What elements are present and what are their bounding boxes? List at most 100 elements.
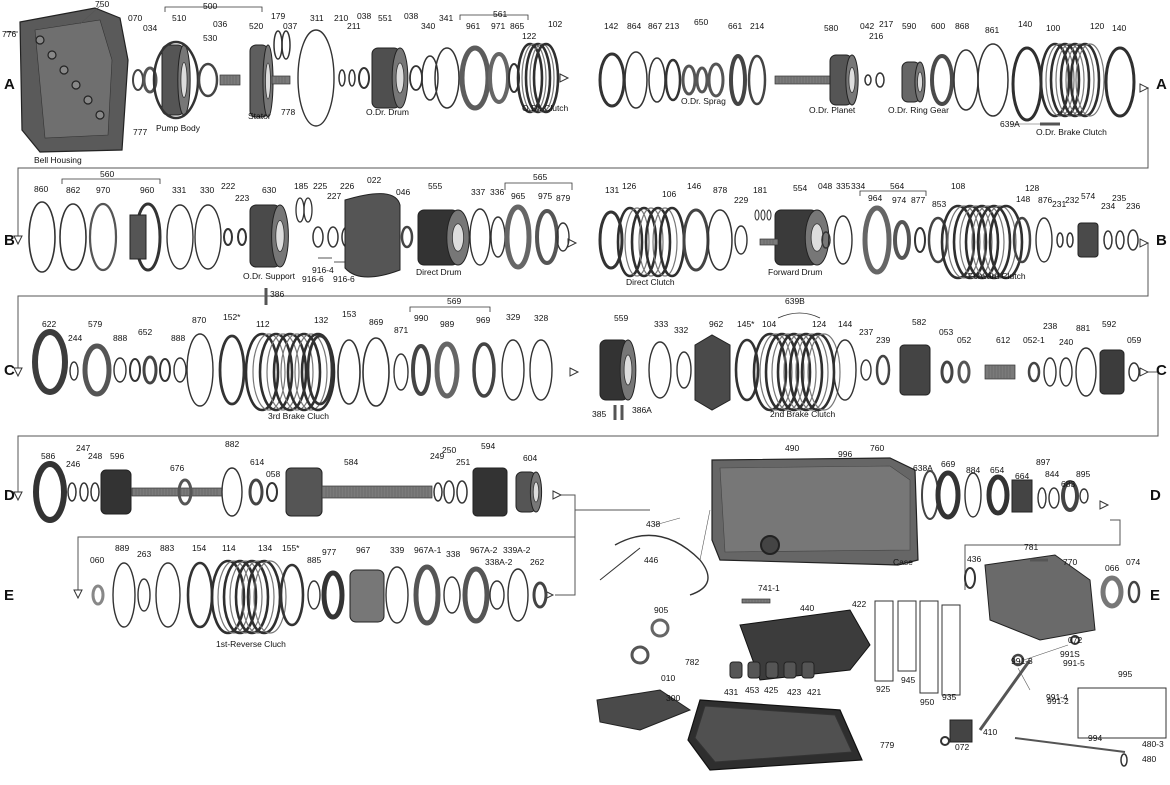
part-number: 185 bbox=[294, 181, 309, 191]
part-number: 881 bbox=[1076, 323, 1091, 333]
part-number: 229 bbox=[734, 195, 749, 205]
ring bbox=[273, 30, 283, 60]
solenoid bbox=[783, 661, 797, 679]
flow-arrow bbox=[569, 367, 580, 377]
bell-housing-bolt bbox=[59, 65, 69, 75]
part-number: 124 bbox=[812, 319, 827, 329]
part-683 bbox=[1061, 480, 1079, 512]
part-number: 989 bbox=[440, 319, 455, 329]
ring bbox=[421, 55, 439, 101]
ring bbox=[159, 358, 171, 382]
ring bbox=[695, 66, 709, 94]
ring bbox=[132, 69, 144, 91]
part-number: 860 bbox=[34, 184, 49, 194]
part-number: 888 bbox=[171, 333, 186, 343]
pump-body-bore bbox=[180, 62, 188, 98]
stator-bore bbox=[265, 62, 271, 100]
part-584-planet bbox=[285, 467, 323, 517]
ring bbox=[864, 74, 872, 86]
ring bbox=[1070, 635, 1080, 645]
bell-housing-bolt bbox=[71, 80, 81, 90]
case-face bbox=[719, 465, 911, 553]
flow-arrow bbox=[1139, 367, 1150, 377]
forward-clutch-pack bbox=[940, 204, 976, 280]
ring bbox=[507, 568, 529, 622]
part-number: 052 bbox=[957, 335, 972, 345]
part-594 bbox=[472, 467, 508, 517]
direct-clutch-pack bbox=[624, 207, 650, 277]
part-number: 034 bbox=[143, 23, 158, 33]
ring bbox=[953, 49, 979, 111]
forward-clutch-pack bbox=[947, 205, 981, 279]
ring bbox=[914, 227, 926, 253]
part-960-body bbox=[129, 214, 147, 260]
odr-ring-gear-bore bbox=[917, 71, 923, 93]
part-number: 676 bbox=[170, 463, 185, 473]
ring bbox=[754, 209, 760, 221]
part-number: 131 bbox=[605, 185, 620, 195]
ring bbox=[630, 645, 650, 665]
flow-arrow bbox=[1139, 238, 1150, 248]
part-number: 072 bbox=[955, 742, 970, 752]
ring bbox=[489, 580, 505, 610]
caption: O.Dr. Ring Gear bbox=[888, 105, 949, 115]
part-604-bore bbox=[532, 481, 540, 503]
caption: Stator bbox=[248, 111, 271, 121]
part-number: 991-3 bbox=[1011, 656, 1033, 666]
part-number: 060 bbox=[90, 555, 105, 565]
ring bbox=[279, 563, 305, 627]
plate-131 bbox=[598, 210, 624, 270]
part-number: 551 bbox=[378, 13, 393, 23]
odr-clutch-pack bbox=[532, 42, 560, 114]
flow-arrow bbox=[13, 235, 23, 246]
caption: O.Dr. Support bbox=[243, 271, 295, 281]
ring bbox=[1037, 487, 1047, 509]
part-number: 339 bbox=[390, 545, 405, 555]
third-brake-clutch bbox=[286, 332, 322, 412]
part-number: 210 bbox=[334, 13, 349, 23]
solenoid bbox=[729, 661, 743, 679]
ring bbox=[237, 228, 247, 246]
ring bbox=[833, 339, 857, 401]
filter-010 bbox=[596, 689, 692, 731]
bracket-561 bbox=[459, 14, 529, 20]
ring bbox=[766, 209, 772, 221]
odr-clutch-pack bbox=[516, 42, 544, 114]
part-number: 153 bbox=[342, 309, 357, 319]
row-letter: E bbox=[4, 587, 15, 604]
ring bbox=[529, 339, 553, 401]
forward-clutch-pack bbox=[964, 204, 1000, 280]
ring bbox=[266, 482, 278, 502]
plate-661 bbox=[729, 54, 747, 106]
row-letter: A bbox=[1156, 76, 1167, 93]
part-number: 480 bbox=[1142, 754, 1157, 764]
part-number: 106 bbox=[662, 189, 677, 199]
ring bbox=[472, 342, 496, 398]
ring bbox=[1079, 488, 1089, 504]
part-number: 072 bbox=[1068, 635, 1083, 645]
first-reverse-clutch bbox=[241, 560, 275, 634]
part-number: 059 bbox=[1127, 335, 1142, 345]
row-letter: E bbox=[1150, 587, 1161, 604]
sprag-961 bbox=[459, 45, 491, 111]
part-number: 559 bbox=[614, 313, 629, 323]
part-number: 554 bbox=[793, 183, 808, 193]
part-number: 879 bbox=[556, 193, 571, 203]
odr-planet-bore bbox=[848, 67, 856, 93]
caption: O.Dr. Brake Clutch bbox=[1036, 127, 1107, 137]
odr-brake-clutch bbox=[1049, 42, 1081, 118]
third-brake-clutch bbox=[272, 332, 308, 412]
ring bbox=[443, 576, 461, 614]
part-number: 555 bbox=[428, 181, 443, 191]
caption: O.Dr. Sprag bbox=[681, 96, 726, 106]
ring bbox=[1035, 217, 1053, 263]
box-925 bbox=[874, 600, 894, 682]
part-853 bbox=[927, 216, 949, 264]
part-number: 216 bbox=[869, 31, 884, 41]
part-number: 967A-2 bbox=[470, 545, 498, 555]
ring bbox=[385, 566, 409, 624]
part-number: 249 bbox=[430, 451, 445, 461]
ring bbox=[1115, 230, 1125, 250]
first-reverse-clutch bbox=[253, 560, 287, 634]
